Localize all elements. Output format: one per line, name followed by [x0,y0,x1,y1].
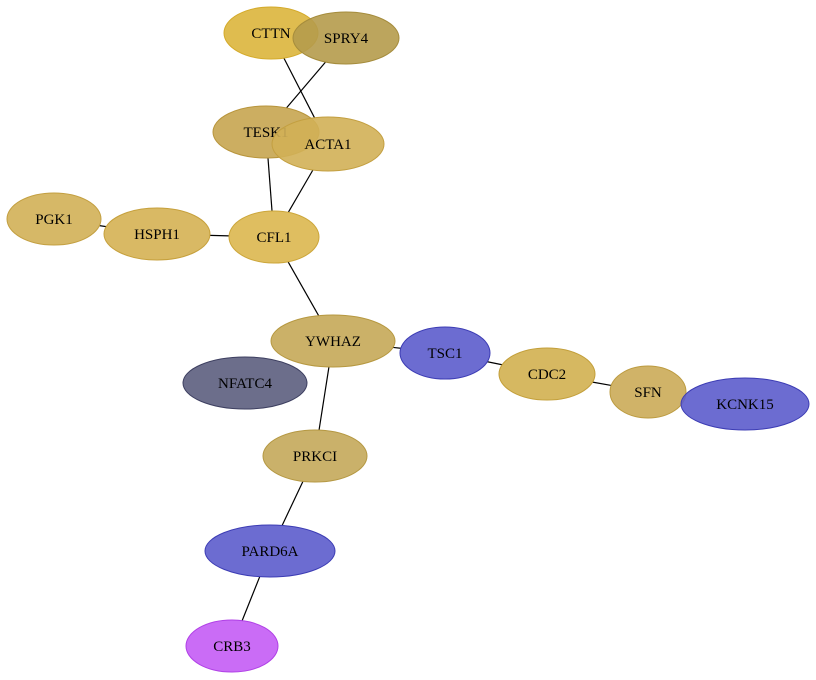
node-shape-ywhaz [270,314,396,368]
edge-acta1-cfl1 [287,169,314,213]
node-hsph1[interactable]: HSPH1 [103,207,211,261]
node-label-hsph1: HSPH1 [134,227,180,243]
edge-pard6a-crb3 [241,576,261,621]
node-label-pard6a: PARD6A [242,544,299,560]
node-cfl1[interactable]: CFL1 [228,210,320,264]
node-shape-pard6a [204,524,336,578]
node-shape-prkci [262,429,368,483]
node-spry4[interactable]: SPRY4 [292,11,400,65]
node-label-tsc1: TSC1 [427,346,462,362]
node-shape-hsph1 [103,207,211,261]
edge-cttn-acta1 [283,57,316,119]
node-shape-pgk1 [6,192,102,246]
edges-layer [99,57,612,621]
node-label-cttn: CTTN [251,26,290,42]
node-prkci[interactable]: PRKCI [262,429,368,483]
node-shape-crb3 [185,619,279,673]
node-shape-acta1 [271,116,385,172]
node-acta1[interactable]: ACTA1 [271,116,385,172]
node-shape-tsc1 [399,326,491,380]
node-pard6a[interactable]: PARD6A [204,524,336,578]
node-label-acta1: ACTA1 [304,137,351,153]
node-sfn[interactable]: SFN [609,365,687,419]
node-ywhaz[interactable]: YWHAZ [270,314,396,368]
node-shape-sfn [609,365,687,419]
node-nfatc4[interactable]: NFATC4 [182,356,308,410]
node-label-cdc2: CDC2 [528,367,566,383]
edge-ywhaz-prkci [318,366,330,431]
node-tsc1[interactable]: TSC1 [399,326,491,380]
node-cttn[interactable]: CTTN [223,6,319,60]
edge-pgk1-hsph1 [99,225,107,228]
edge-tsc1-cdc2 [487,361,503,366]
node-label-crb3: CRB3 [213,639,251,655]
node-label-cfl1: CFL1 [256,230,291,246]
edge-cfl1-ywhaz [287,261,320,317]
node-label-spry4: SPRY4 [324,31,369,47]
node-cdc2[interactable]: CDC2 [498,347,596,401]
edge-tesk1-cfl1 [267,157,273,212]
node-crb3[interactable]: CRB3 [185,619,279,673]
node-shape-kcnk15 [680,377,810,431]
edge-spry4-tesk1 [285,61,327,109]
edge-cdc2-sfn [592,381,612,387]
node-label-prkci: PRKCI [293,449,337,465]
node-shape-spry4 [292,11,400,65]
edge-ywhaz-tsc1 [393,346,401,349]
node-shape-cfl1 [228,210,320,264]
node-shape-nfatc4 [182,356,308,410]
node-label-nfatc4: NFATC4 [218,376,272,392]
node-label-kcnk15: KCNK15 [716,397,774,413]
node-shape-cdc2 [498,347,596,401]
node-label-ywhaz: YWHAZ [305,334,361,350]
node-pgk1[interactable]: PGK1 [6,192,102,246]
node-label-sfn: SFN [634,385,662,401]
node-label-pgk1: PGK1 [35,212,73,228]
node-kcnk15[interactable]: KCNK15 [680,377,810,431]
edge-prkci-pard6a [281,481,304,526]
